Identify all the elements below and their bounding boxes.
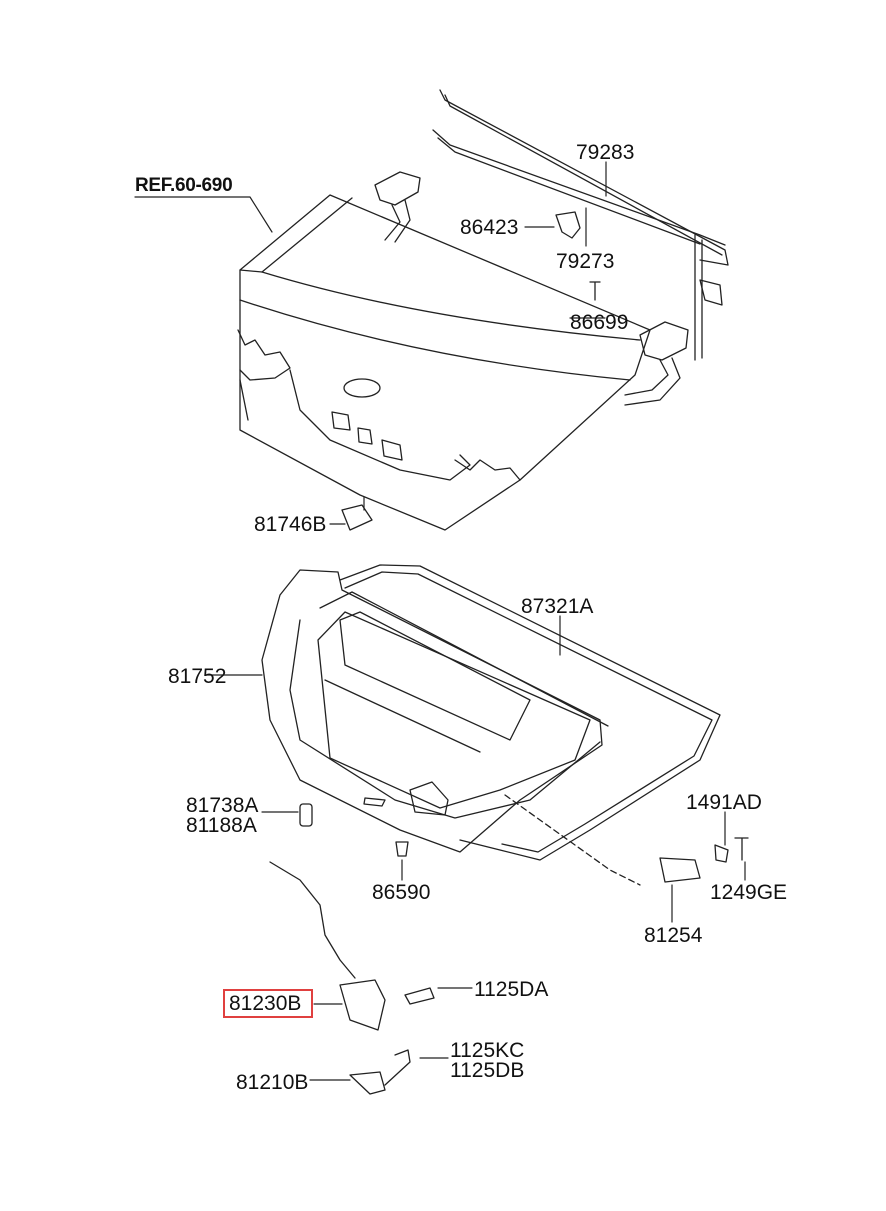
leader-lines: [134, 161, 746, 1081]
clip-1491AD: [714, 844, 729, 863]
label-ref-60-690[interactable]: REF.60-690: [135, 175, 233, 196]
label-1249GE[interactable]: 1249GE: [710, 881, 788, 904]
trunk-trim-panel: [261, 569, 609, 853]
label-81230B[interactable]: 81230B: [229, 992, 302, 1015]
label-81188A[interactable]: 81188A: [186, 814, 257, 837]
release-cable: [269, 861, 356, 979]
clip-81746B: [341, 504, 373, 531]
torsion-bars: [432, 89, 729, 361]
bolt-1125DA: [404, 987, 435, 1005]
highlight-box: [223, 989, 313, 1018]
label-81210B[interactable]: 81210B: [236, 1071, 309, 1094]
label-79273[interactable]: 79273: [556, 250, 615, 273]
label-86699[interactable]: 86699: [570, 311, 629, 334]
striker-81254: [659, 857, 701, 883]
label-79283[interactable]: 79283: [576, 141, 635, 164]
label-81746B[interactable]: 81746B: [254, 513, 327, 536]
label-81254[interactable]: 81254: [644, 924, 703, 947]
weatherstrip: [339, 564, 721, 886]
latch-81230B: [339, 979, 386, 1031]
striker-81210B: [349, 1071, 386, 1095]
label-1491AD[interactable]: 1491AD: [686, 791, 762, 814]
label-86423[interactable]: 86423: [460, 216, 519, 239]
grommet-81738A: [299, 803, 313, 827]
bolt-86699: [589, 281, 601, 301]
label-81738A[interactable]: 81738A: [186, 794, 259, 817]
label-1125DB[interactable]: 1125DB: [450, 1059, 525, 1082]
label-87321A[interactable]: 87321A: [521, 595, 594, 618]
label-1125KC[interactable]: 1125KC: [450, 1039, 525, 1062]
label-1125DA[interactable]: 1125DA: [474, 978, 549, 1001]
screw-1249GE: [734, 837, 749, 861]
label-86590[interactable]: 86590: [372, 881, 431, 904]
bolt-1125KC: [384, 1049, 411, 1086]
trunk-lid-panel: [237, 171, 689, 531]
bracket-86423: [555, 211, 581, 239]
clip-86590: [395, 841, 409, 857]
label-81752[interactable]: 81752: [168, 665, 227, 688]
